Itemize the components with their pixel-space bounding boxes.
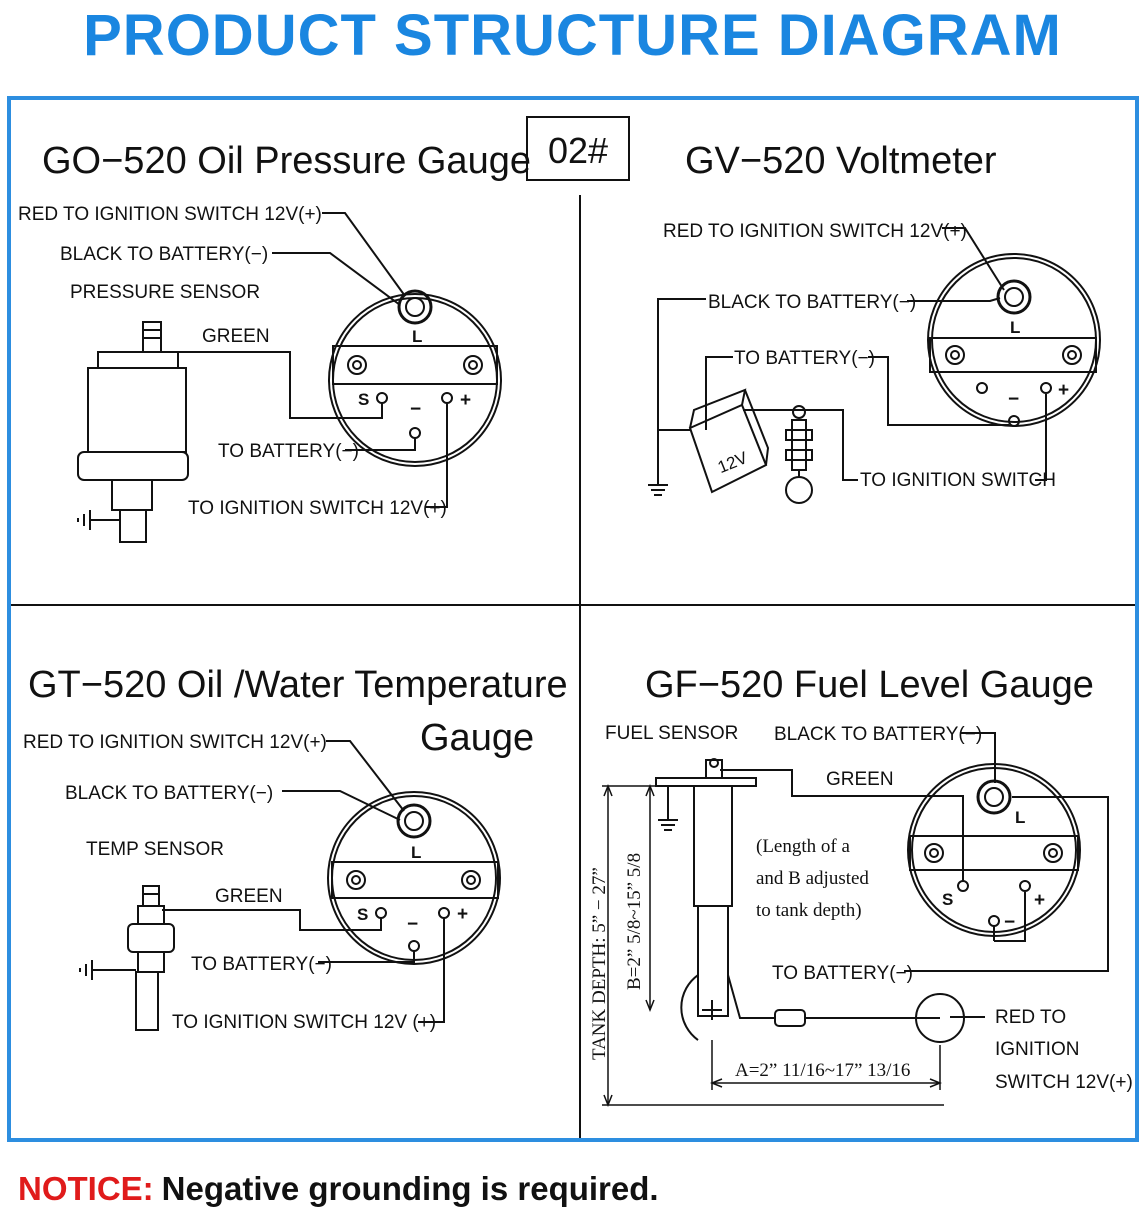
notice: NOTICE:Negative grounding is required. <box>18 1170 659 1208</box>
oil-terminal-plus: + <box>460 390 471 411</box>
fuel-ignition-wire <box>994 892 1026 942</box>
fuel-terminal-minus: − <box>1004 912 1015 933</box>
notice-text: Negative grounding is required. <box>161 1170 659 1207</box>
volt-terminal-plus: + <box>1058 380 1069 401</box>
page-title: PRODUCT STRUCTURE DIAGRAM <box>83 3 1062 68</box>
temp-terminal-l: L <box>411 843 421 862</box>
battery-icon <box>688 388 770 494</box>
model-badge-text: 02# <box>548 130 608 171</box>
oil-battery-wire <box>345 438 416 451</box>
oil-gauge-back <box>328 289 502 467</box>
temp-heading-line-2: Gauge <box>420 717 534 759</box>
fuel-dimensions <box>602 783 944 1108</box>
pressure-sensor-icon <box>77 321 189 543</box>
volt-red-leader <box>942 227 1005 291</box>
fuel-red-line-2: IGNITION <box>995 1039 1079 1060</box>
panel-oil-pressure: GO−520 Oil Pressure Gauge RED TO IGNITIO… <box>18 140 531 543</box>
notice-key: NOTICE: <box>18 1170 154 1207</box>
oil-green-wire <box>160 351 383 419</box>
volt-gauge-back <box>927 253 1101 427</box>
temp-red-wire-label: RED TO IGNITION SWITCH 12V(+) <box>23 732 327 753</box>
panel-temperature: GT−520 Oil /Water Temperature Gauge RED … <box>23 664 568 1033</box>
panel-fuel: GF−520 Fuel Level Gauge FUEL SENSOR BLAC… <box>589 664 1133 1108</box>
fuel-terminal-s: S <box>942 890 953 909</box>
fuel-red-line-1: RED TO <box>995 1007 1066 1028</box>
temp-terminal-s: S <box>357 905 368 924</box>
temp-battery-wire <box>318 951 415 963</box>
temp-ignition-wire <box>418 918 445 1023</box>
ignition-switch-icon <box>785 405 813 504</box>
battery-voltage-label: 12V <box>715 448 751 477</box>
fuel-red-line-3: SWITCH 12V(+) <box>995 1072 1133 1093</box>
fuel-gauge-back <box>907 763 1081 937</box>
volt-terminal-l: L <box>1010 318 1020 337</box>
oil-terminal-minus: − <box>410 399 421 420</box>
volt-black-wire-label: BLACK TO BATTERY(−) <box>708 292 916 313</box>
temp-terminal-minus: − <box>407 914 418 935</box>
volt-battery-wire <box>868 356 1009 426</box>
volt-black-wire <box>657 298 706 485</box>
volt-ground-icon <box>648 484 668 496</box>
temp-heading-line-1: GT−520 Oil /Water Temperature <box>28 664 568 706</box>
oil-black-wire-label: BLACK TO BATTERY(−) <box>60 244 268 265</box>
temp-black-leader <box>282 790 401 821</box>
volt-to-ignition-label: TO IGNITION SWITCH <box>860 470 1056 491</box>
oil-to-ignition-label: TO IGNITION SWITCH 12V(+) <box>188 498 447 519</box>
fuel-heading: GF−520 Fuel Level Gauge <box>645 664 1094 706</box>
oil-green-label: GREEN <box>202 326 270 347</box>
temp-gauge-back <box>327 791 501 965</box>
temp-black-wire-label: BLACK TO BATTERY(−) <box>65 783 273 804</box>
fuel-green-wire <box>720 769 964 881</box>
fuel-black-wire-label: BLACK TO BATTERY(−) <box>774 724 982 745</box>
oil-red-leader <box>322 212 406 297</box>
fuel-note-line-1: (Length of a <box>756 836 850 857</box>
fuel-note-line-3: to tank depth) <box>756 900 862 921</box>
volt-ignition-wire <box>1035 394 1047 481</box>
temp-red-leader <box>326 740 405 812</box>
oil-sensor-label: PRESSURE SENSOR <box>70 282 260 303</box>
volt-red-wire-label: RED TO IGNITION SWITCH 12V(+) <box>663 221 967 242</box>
volt-to-battery-label: TO BATTERY(−) <box>734 348 875 369</box>
temp-sensor-label: TEMP SENSOR <box>86 839 224 860</box>
diagram-frame <box>7 96 1139 1142</box>
volt-terminal-minus: − <box>1008 389 1019 410</box>
fuel-green-label: GREEN <box>826 769 894 790</box>
temp-terminal-plus: + <box>457 904 468 925</box>
voltmeter-heading: GV−520 Voltmeter <box>685 140 997 182</box>
dimension-b-label: B=2” 5/8~15” 5/8 <box>624 853 645 990</box>
dimension-a-label: A=2” 11/16~17” 13/16 <box>735 1060 910 1081</box>
oil-to-battery-label: TO BATTERY(−) <box>218 441 359 462</box>
oil-red-wire-label: RED TO IGNITION SWITCH 12V(+) <box>18 204 322 225</box>
fuel-black-wire <box>960 732 996 783</box>
temp-green-wire <box>162 909 382 931</box>
oil-black-leader <box>272 252 401 306</box>
temp-to-battery-label: TO BATTERY(−) <box>191 954 332 975</box>
fuel-terminal-plus: + <box>1034 890 1045 911</box>
temp-sensor-icon <box>79 885 175 1031</box>
oil-terminal-l: L <box>412 327 422 346</box>
temp-green-label: GREEN <box>215 886 283 907</box>
fuel-note-line-2: and B adjusted <box>756 868 869 889</box>
model-badge <box>526 116 630 181</box>
temp-to-ignition-label: TO IGNITION SWITCH 12V (+) <box>172 1012 436 1033</box>
fuel-sensor-label: FUEL SENSOR <box>605 723 738 744</box>
oil-terminal-s: S <box>358 390 369 409</box>
volt-black-leader <box>907 297 1001 302</box>
oil-ignition-wire <box>425 403 448 508</box>
oil-pressure-heading: GO−520 Oil Pressure Gauge <box>42 140 531 182</box>
fuel-terminal-l: L <box>1015 808 1025 827</box>
tank-depth-label: TANK DEPTH: 5” − 27” <box>589 867 610 1060</box>
fuel-to-battery-label: TO BATTERY(−) <box>772 963 913 984</box>
fuel-sensor-icon <box>655 758 965 1043</box>
fuel-battery-wire <box>904 796 1109 972</box>
panel-voltmeter: GV−520 Voltmeter RED TO IGNITION SWITCH … <box>648 140 1101 504</box>
